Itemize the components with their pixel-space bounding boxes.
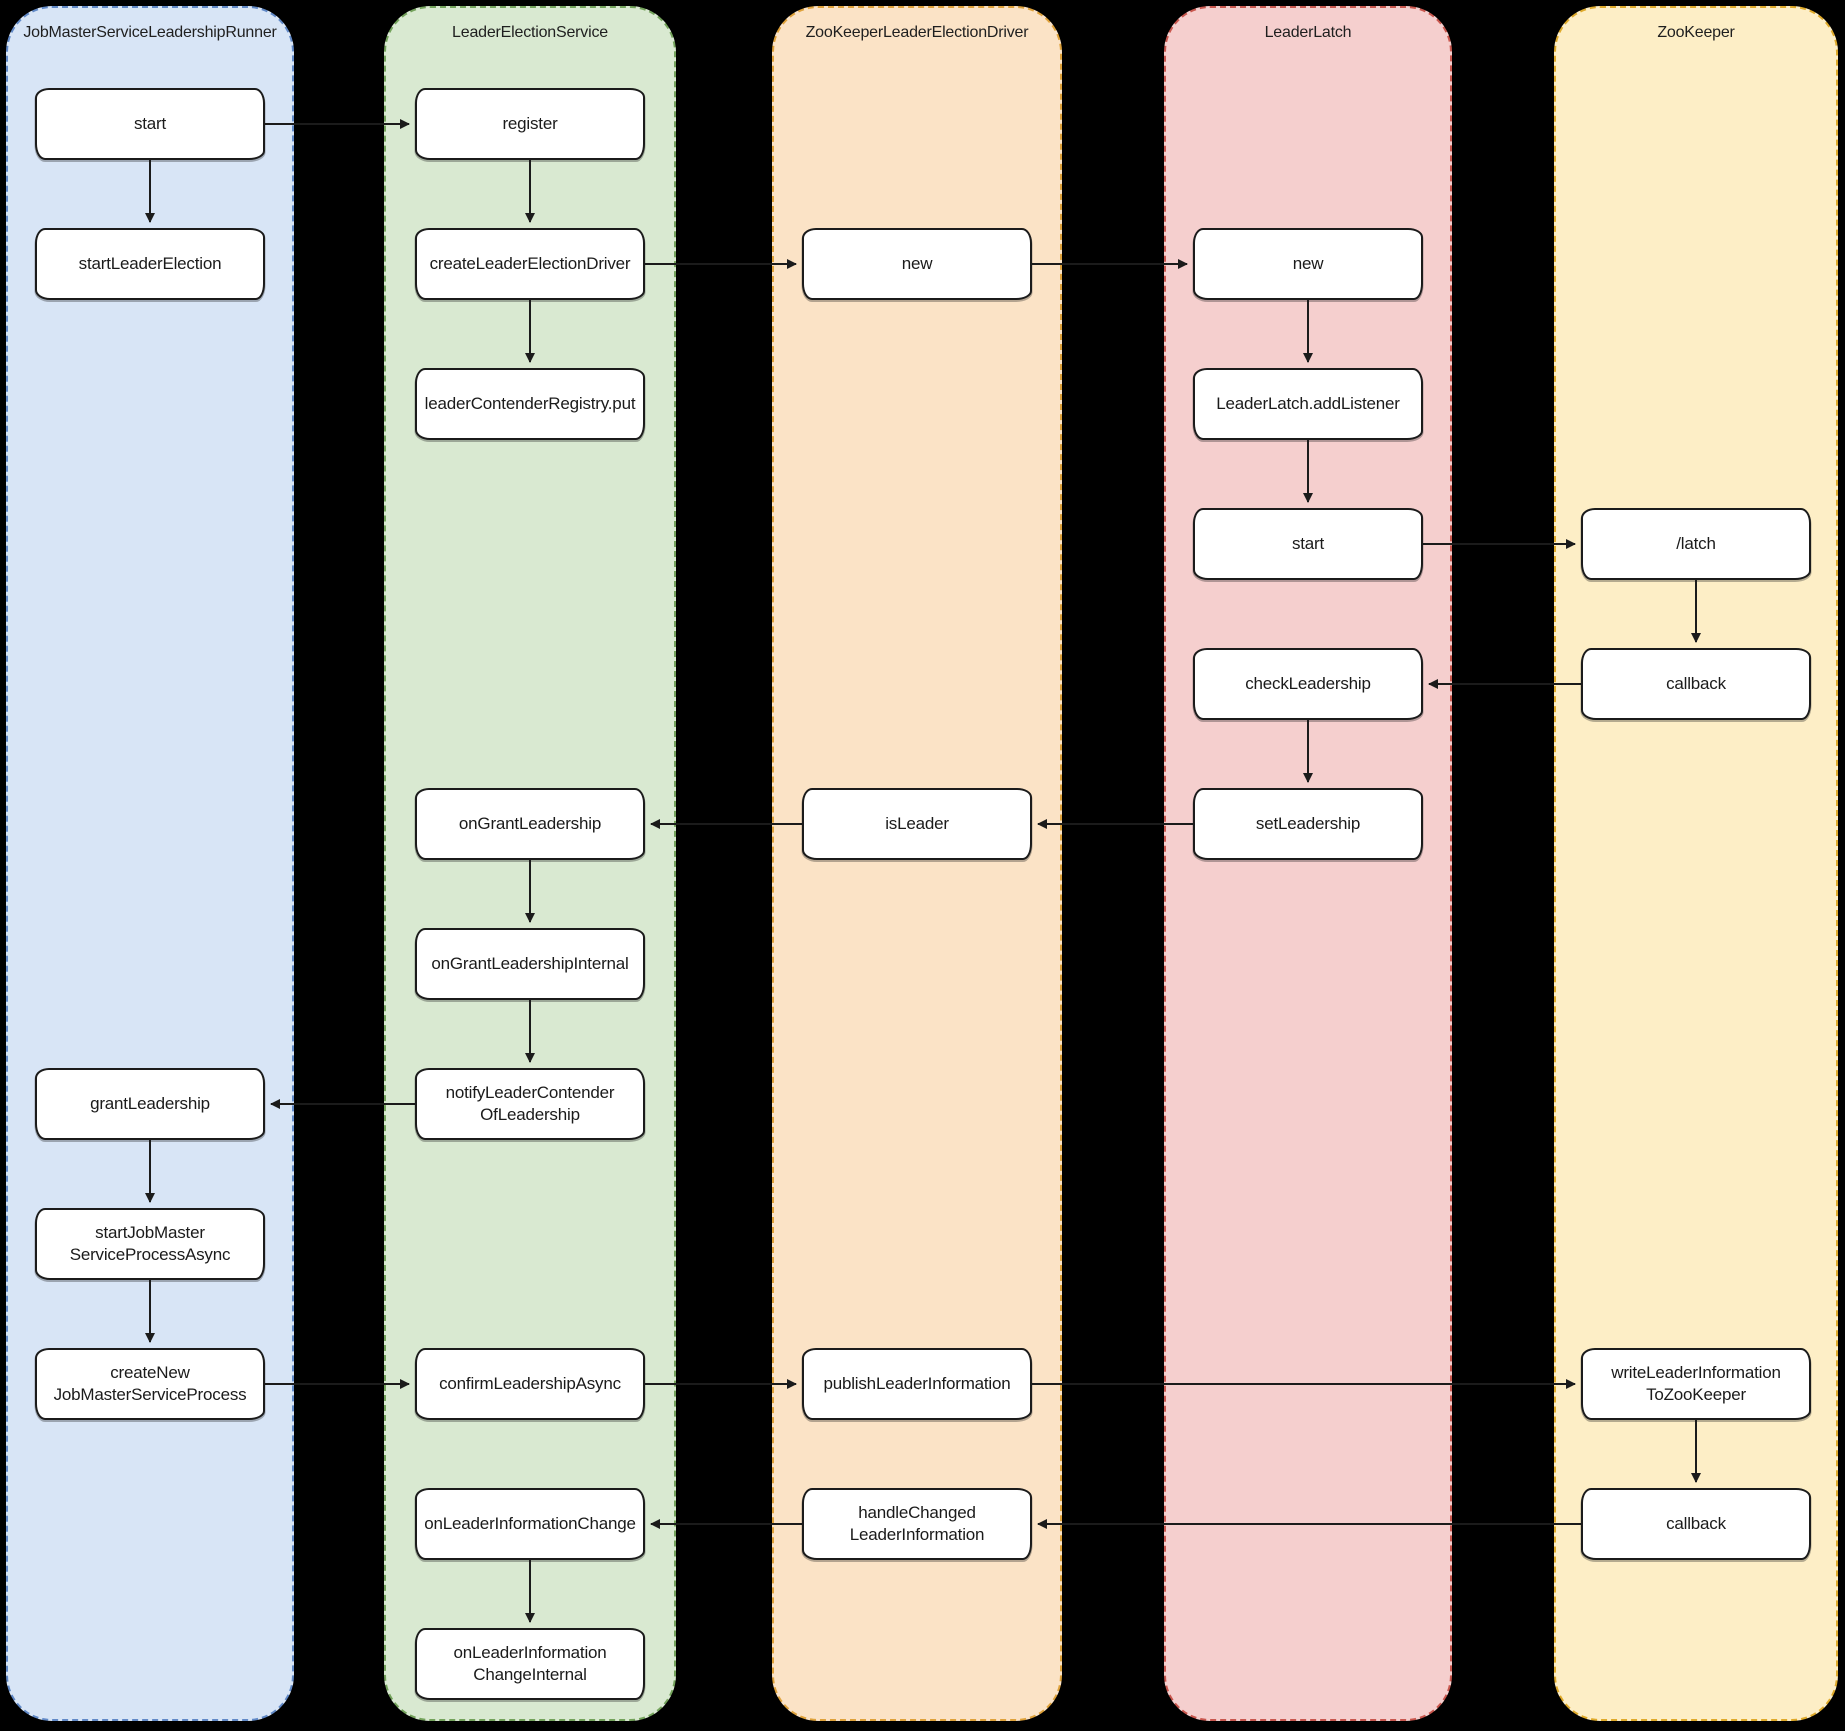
node-latch-start: start: [1193, 508, 1423, 580]
node-start: start: [35, 88, 265, 160]
node-new-leader-latch: new: [1193, 228, 1423, 300]
node-start-job-master-service-process-async: startJobMaster ServiceProcessAsync: [35, 1208, 265, 1280]
node-zk-callback-1: callback: [1581, 648, 1811, 720]
node-set-leadership: setLeadership: [1193, 788, 1423, 860]
node-is-leader: isLeader: [802, 788, 1032, 860]
node-start-leader-election: startLeaderElection: [35, 228, 265, 300]
node-on-grant-leadership-internal: onGrantLeadershipInternal: [415, 928, 645, 1000]
node-create-leader-election-driver: createLeaderElectionDriver: [415, 228, 645, 300]
node-confirm-leadership-async: confirmLeadershipAsync: [415, 1348, 645, 1420]
node-register: register: [415, 88, 645, 160]
lane-title-leader-latch: LeaderLatch: [1264, 24, 1352, 41]
lane-title-zookeeper: ZooKeeper: [1657, 24, 1735, 41]
node-new-zk-driver: new: [802, 228, 1032, 300]
lane-title-leader-election-service: LeaderElectionService: [452, 24, 608, 41]
node-check-leadership: checkLeadership: [1193, 648, 1423, 720]
node-write-leader-information-to-zookeeper: writeLeaderInformation ToZooKeeper: [1581, 1348, 1811, 1420]
node-leader-latch-add-listener: LeaderLatch.addListener: [1193, 368, 1423, 440]
lane-title-zookeeper-leader-election-driver: ZooKeeperLeaderElectionDriver: [805, 24, 1029, 41]
node-notify-leader-contender-of-leadership: notifyLeaderContender OfLeadership: [415, 1068, 645, 1140]
node-handle-changed-leader-information: handleChanged LeaderInformation: [802, 1488, 1032, 1560]
node-zk-callback-2: callback: [1581, 1488, 1811, 1560]
node-create-new-job-master-service-process: createNew JobMasterServiceProcess: [35, 1348, 265, 1420]
node-on-leader-information-change: onLeaderInformationChange: [415, 1488, 645, 1560]
node-grant-leadership: grantLeadership: [35, 1068, 265, 1140]
node-latch-znode: /latch: [1581, 508, 1811, 580]
node-on-leader-information-change-internal: onLeaderInformation ChangeInternal: [415, 1628, 645, 1700]
node-leader-contender-registry-put: leaderContenderRegistry.put: [415, 368, 645, 440]
node-publish-leader-information: publishLeaderInformation: [802, 1348, 1032, 1420]
lane-title-jobmaster-service-leadership-runner: JobMasterServiceLeadershipRunner: [23, 24, 277, 41]
node-on-grant-leadership: onGrantLeadership: [415, 788, 645, 860]
lane-zookeeper: ZooKeeper: [1554, 6, 1838, 1721]
